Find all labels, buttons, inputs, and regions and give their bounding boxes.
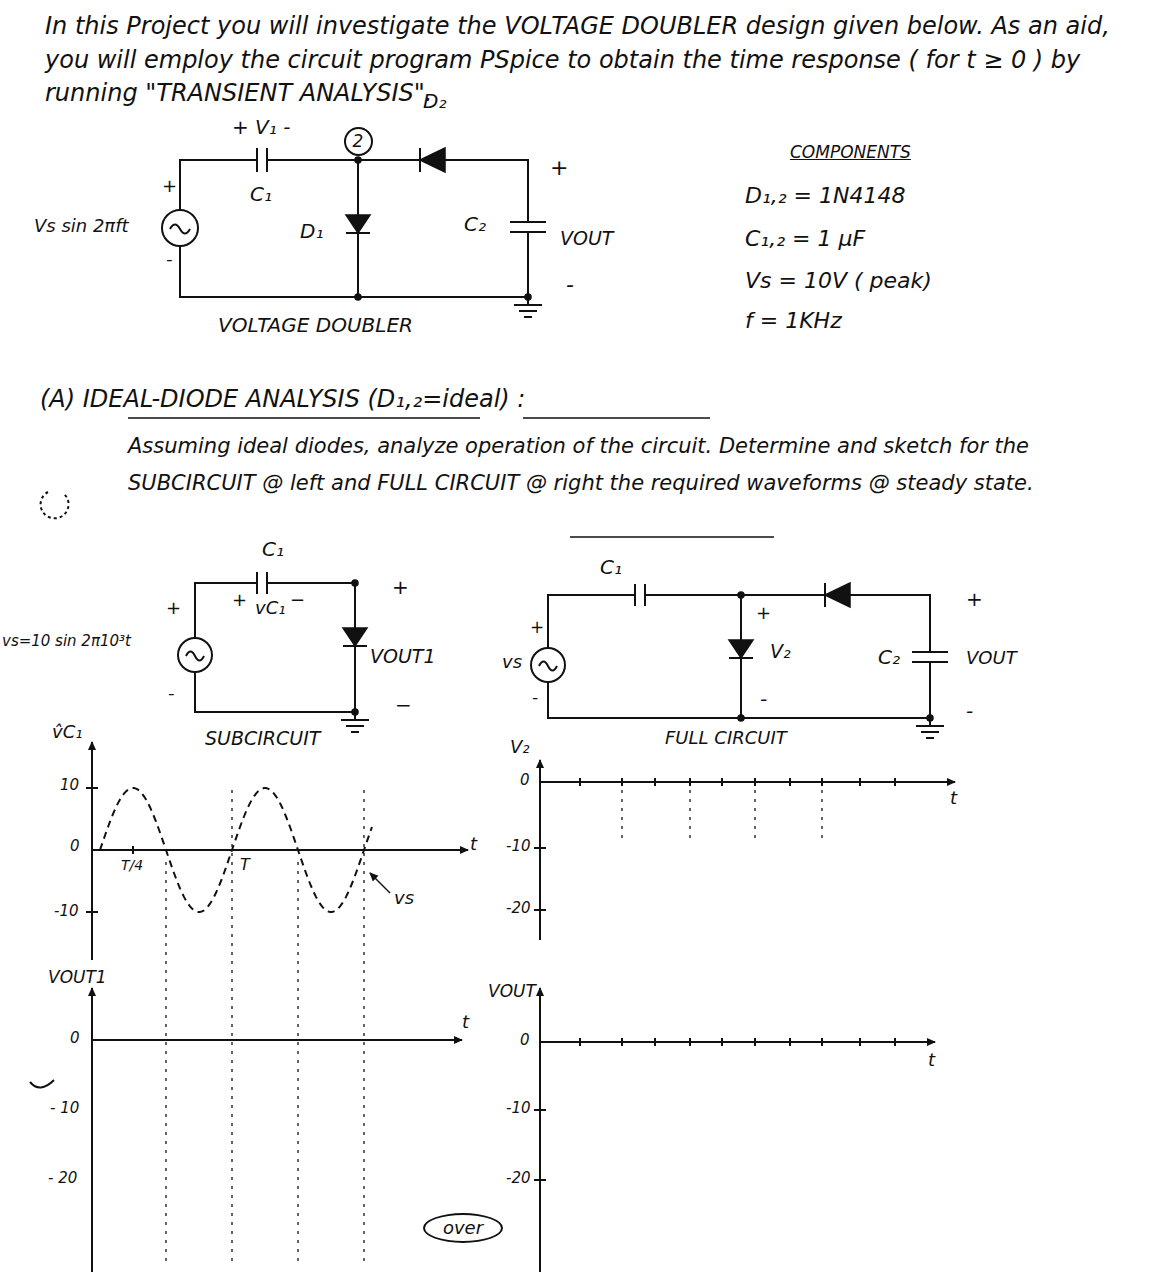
leader-line: [370, 873, 390, 893]
label-text: C₂: [878, 646, 900, 669]
label-text: D₁: [300, 220, 323, 243]
label-text: - 10: [50, 1100, 79, 1117]
label-text: COMPONENTS: [790, 143, 911, 163]
label-text: -20: [506, 900, 531, 917]
label-text: +: [756, 603, 771, 624]
label-text: + V₁ -: [232, 116, 290, 139]
label-text: +: [530, 618, 544, 638]
label-text: -10: [506, 838, 531, 855]
label-text: -: [760, 688, 767, 711]
label-text: 0: [70, 838, 80, 855]
source-waveform: [100, 788, 372, 912]
label-text: D₁,₂ = 1N4148: [745, 183, 905, 208]
label-text: 0: [70, 1030, 80, 1047]
label-text: C₁: [262, 538, 284, 561]
label-text: +: [162, 176, 177, 197]
label-text: - 20: [48, 1170, 77, 1187]
node-text: 2: [353, 133, 364, 150]
label-text: FULL CIRCUIT: [665, 728, 787, 749]
node-text: over: [443, 1219, 483, 1237]
label-text: (A) IDEAL-DIODE ANALYSIS (D₁,₂=ideal) :: [40, 386, 525, 414]
label-text: t: [470, 834, 477, 855]
label-text: C₁,₂ = 1 μF: [745, 226, 865, 251]
label-text: −: [290, 590, 305, 611]
label-text: 0: [520, 1032, 530, 1049]
label-text: t: [950, 788, 957, 809]
label-text: +: [966, 588, 983, 611]
voltage-doubler-circuit: [30, 148, 948, 1088]
label-text: +: [550, 155, 568, 180]
label-text: VOUT1: [370, 646, 436, 668]
label-text: t: [462, 1012, 469, 1033]
label-text: VOLTAGE DOUBLER: [218, 314, 413, 337]
label-text: +: [392, 576, 409, 599]
label-text: C₁: [600, 556, 622, 579]
label-text: C₂: [464, 213, 486, 236]
label-text: VOUT: [560, 228, 613, 250]
label-text: T: [240, 856, 250, 874]
label-text: T/4: [121, 857, 143, 873]
label-text: V₂: [510, 737, 530, 758]
label-text: -: [166, 249, 173, 270]
label-text: vC₁: [255, 598, 285, 619]
label-text: VOUT: [488, 982, 536, 1002]
label-text: -20: [506, 1170, 531, 1187]
label-text: -: [966, 700, 973, 723]
label-text: 0: [520, 772, 530, 789]
label-text: Vs = 10V ( peak): [745, 268, 932, 293]
label-text: +: [166, 598, 181, 619]
label-text: SUBCIRCUIT: [205, 728, 320, 750]
graph-axes: [86, 742, 955, 1272]
time-guides: [166, 790, 822, 1262]
label-text: -: [532, 688, 538, 708]
label-text: V₂: [770, 641, 791, 663]
label-text: vs: [502, 652, 522, 673]
label-text: -10: [506, 1100, 531, 1117]
label-text: t: [928, 1050, 935, 1071]
label-text: −: [395, 694, 412, 717]
label-text: C₁: [250, 183, 272, 206]
label-text: VOUT: [966, 648, 1017, 669]
label-text: VOUT1: [48, 968, 107, 988]
label-text: -: [566, 272, 574, 297]
label-text: -10: [54, 903, 79, 920]
label-text: vs=10 sin 2π10³t: [2, 633, 131, 650]
label-text: +: [232, 590, 247, 611]
page-note-oval: over: [423, 1213, 503, 1243]
label-text: Assuming ideal diodes, analyze operation…: [128, 428, 1088, 502]
label-text: vs: [394, 888, 414, 909]
label-text: 10: [60, 777, 79, 794]
label-text: f = 1KHz: [745, 308, 842, 333]
label-text: v̂C₁: [52, 722, 82, 743]
label-text: Vs sin 2πft: [34, 216, 129, 237]
label-text: -: [168, 683, 175, 704]
label-text: D₂: [423, 90, 446, 113]
node-circle: 2: [344, 127, 373, 156]
label-text: In this Project you will investigate the…: [45, 10, 1135, 111]
